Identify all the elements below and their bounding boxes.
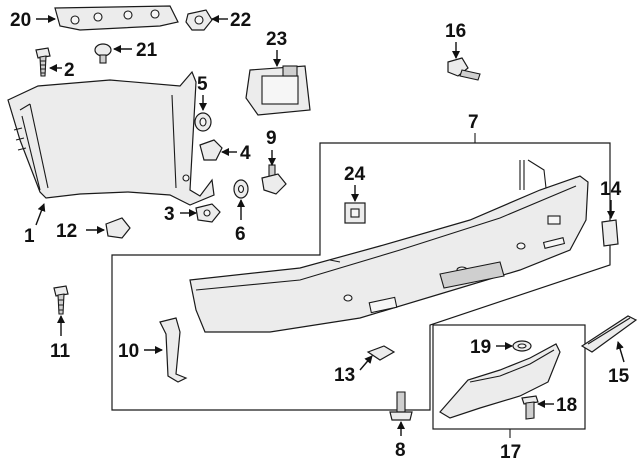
- callout-11: 11: [50, 341, 71, 362]
- bumper-assembly-frame: [111, 142, 611, 411]
- part-24-bracket: [344, 202, 366, 224]
- part-14-bracket: [601, 219, 619, 247]
- callout-7: 7: [468, 112, 479, 133]
- part-18-fastener: [521, 395, 539, 420]
- callout-3: 3: [164, 204, 175, 225]
- part-21-push-clip: [94, 43, 112, 64]
- part-17-lower-cover: [439, 343, 561, 419]
- part-20-bracket: [54, 5, 179, 31]
- callout-21: 21: [136, 40, 158, 61]
- part-19-plug: [512, 340, 532, 352]
- part-11-bolt: [53, 285, 69, 315]
- callout-1: 1: [24, 226, 35, 247]
- callout-22: 22: [230, 10, 251, 31]
- leader-13: [359, 355, 373, 371]
- callout-15: 15: [608, 366, 630, 387]
- callout-4: 4: [240, 143, 251, 164]
- part-3-nut: [195, 203, 221, 223]
- part-1-side-bracket: [7, 70, 215, 206]
- part-12-retainer: [105, 217, 131, 239]
- callout-13: 13: [334, 365, 355, 386]
- part-2-screw: [35, 47, 51, 77]
- part-10-reinforcement: [159, 317, 188, 383]
- part-13-bracket: [366, 345, 396, 361]
- callout-24: 24: [344, 164, 366, 185]
- callout-12: 12: [56, 221, 77, 242]
- callout-2: 2: [64, 60, 75, 81]
- part-23-module: [245, 65, 311, 116]
- part-5-grommet: [194, 112, 212, 132]
- part-15-molding: [580, 315, 638, 353]
- callout-labels: 20 22 21 2 23 16 5 4 9 7 24 14 3 6 12 1 …: [10, 10, 630, 463]
- callout-16: 16: [445, 21, 466, 42]
- callout-6: 6: [235, 224, 246, 245]
- part-16-bolt: [447, 57, 481, 81]
- leader-lines: [35, 15, 625, 436]
- leader-15: [616, 341, 625, 363]
- part-4-clip: [199, 139, 223, 161]
- callout-23: 23: [266, 29, 287, 50]
- callout-9: 9: [266, 128, 277, 149]
- callout-5: 5: [197, 74, 208, 95]
- callout-19: 19: [470, 337, 491, 358]
- part-6-washer: [233, 179, 249, 199]
- part-8-bolt: [389, 391, 413, 421]
- callout-10: 10: [118, 341, 139, 362]
- callout-20: 20: [10, 10, 31, 31]
- callout-14: 14: [600, 179, 622, 200]
- part-22-clip: [185, 9, 213, 31]
- lower-cover-frame: [432, 324, 586, 430]
- part-7-bumper-cover: [189, 159, 589, 333]
- callout-17: 17: [500, 442, 521, 463]
- callout-8: 8: [395, 440, 406, 461]
- callout-18: 18: [556, 395, 577, 416]
- part-9-sensor: [261, 164, 287, 195]
- leader-1: [35, 203, 46, 226]
